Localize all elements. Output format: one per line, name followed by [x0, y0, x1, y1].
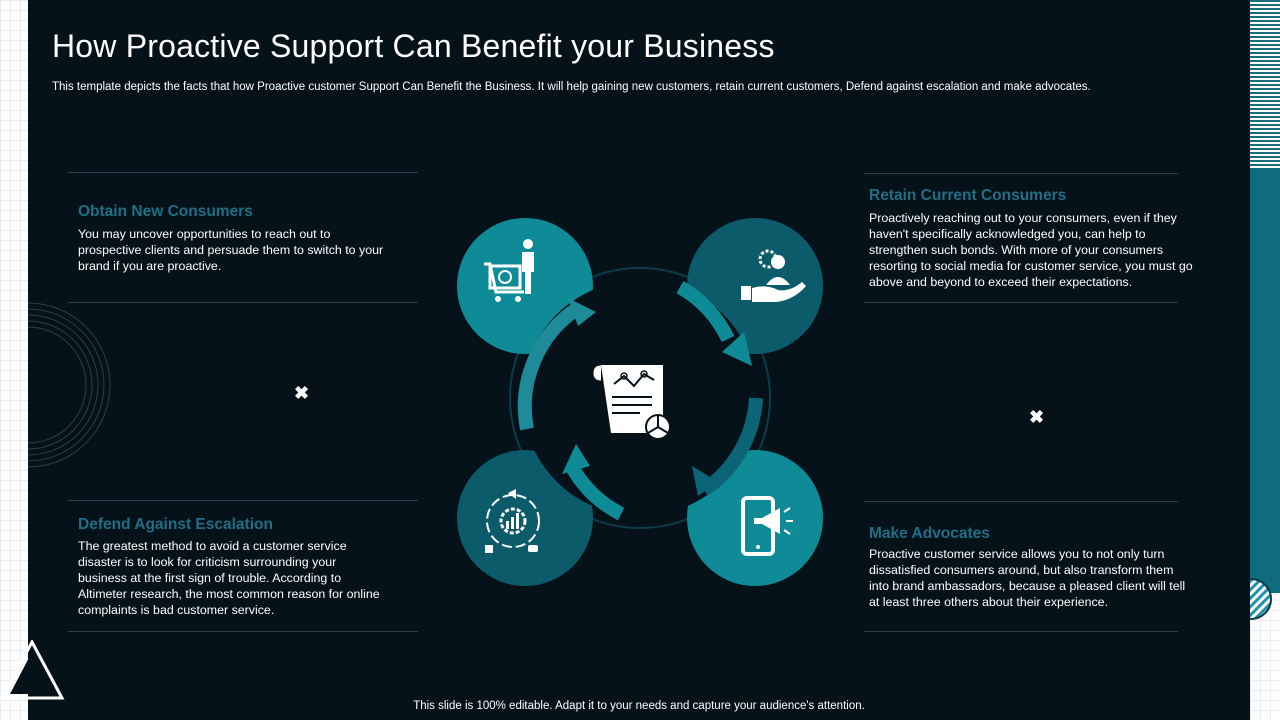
text-line: The greatest method to avoid a customer …	[78, 539, 347, 553]
text-line: Altimeter research, the most common reas…	[78, 587, 380, 601]
phone-megaphone-icon	[741, 496, 793, 556]
arrow-arc	[565, 463, 625, 521]
text-line: You may uncover opportunities to reach o…	[78, 227, 331, 241]
text-line: dissatisfied consumers around, but also …	[869, 563, 1174, 577]
advocates-text: Proactive customer service allows you to…	[869, 546, 1229, 610]
defend-heading: Defend Against Escalation	[78, 516, 273, 533]
divider	[68, 302, 418, 303]
text-line: strengthen such bonds. With more of your…	[869, 243, 1164, 257]
text-line: business at the first sign of trouble. A…	[78, 571, 342, 585]
retain-text: Proactively reaching out to your consume…	[869, 210, 1229, 290]
divider	[68, 500, 418, 501]
text-line: above and beyond to exceed their expecta…	[869, 275, 1133, 289]
text-line: Proactive customer service allows you to…	[869, 547, 1165, 561]
cycle-ring	[509, 267, 771, 529]
triangle-decoration	[0, 640, 65, 700]
text-line: haven't specifically acknowledged you, c…	[869, 227, 1146, 241]
cycle-diagram	[457, 218, 823, 586]
corner-stripe-decoration	[1250, 0, 1280, 168]
ring-decoration	[28, 302, 111, 468]
text-line: into brand ambassadors, because a please…	[869, 579, 1186, 593]
divider	[864, 302, 1178, 303]
text-line: at least three others about their experi…	[869, 595, 1109, 609]
arrow-arc	[517, 302, 582, 431]
report-document-icon	[592, 364, 671, 440]
arrow-head	[722, 332, 752, 366]
text-line: brand if you are proactive.	[78, 259, 222, 273]
divider	[864, 173, 1178, 174]
close-icon: ✖	[1029, 407, 1045, 427]
arrow-head	[692, 466, 718, 496]
close-icon: ✖	[294, 383, 310, 403]
page-title: How Proactive Support Can Benefit your B…	[52, 28, 775, 64]
advocates-heading: Make Advocates	[869, 525, 990, 542]
retain-heading: Retain Current Consumers	[869, 187, 1067, 204]
corner-bar-decoration	[1250, 168, 1280, 593]
obtain-heading: Obtain New Consumers	[78, 203, 253, 220]
arrow-arc	[676, 280, 735, 343]
text-line: resorting to social media for customer s…	[869, 259, 1193, 273]
text-line: complaints is bad customer service.	[78, 603, 275, 617]
arrow-head	[562, 444, 590, 474]
gear-chart-social-icon	[485, 489, 540, 553]
divider	[68, 631, 418, 632]
text-line: prospective clients and persuade them to…	[78, 243, 384, 257]
slide: How Proactive Support Can Benefit your B…	[28, 0, 1250, 720]
divider	[864, 631, 1178, 632]
divider	[68, 172, 418, 173]
arrow-head	[568, 298, 596, 326]
footer-note: This slide is 100% editable. Adapt it to…	[413, 700, 865, 712]
divider	[864, 501, 1178, 502]
obtain-text: You may uncover opportunities to reach o…	[78, 226, 418, 274]
page-subtitle: This template depicts the facts that how…	[52, 81, 1091, 93]
shopping-cart-person-icon	[484, 239, 534, 302]
hand-person-gear-icon	[741, 249, 806, 302]
text-line: Proactively reaching out to your consume…	[869, 211, 1177, 225]
defend-text: The greatest method to avoid a customer …	[78, 538, 418, 618]
text-line: disaster is to look for criticism surrou…	[78, 555, 337, 569]
